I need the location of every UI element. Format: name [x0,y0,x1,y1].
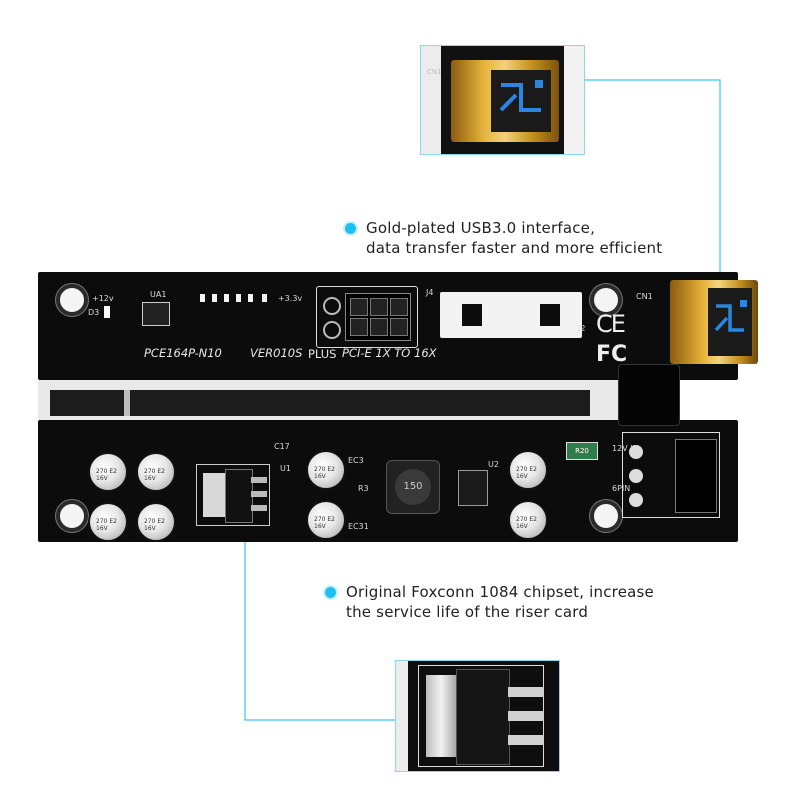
chip-lead [251,491,267,497]
status-led-1 [200,294,205,302]
chip-heatsink-tab [203,473,225,517]
status-led-2 [212,294,217,302]
status-led-3 [224,294,229,302]
silk-33v: +3.3v [278,294,303,303]
capacitor: 270 E2 16V [306,450,346,490]
molex-connector [440,292,582,338]
board-pcie: PCI-E 1X TO 16X [342,346,437,360]
usb-trident-icon [714,300,747,332]
chip-callout-dot [325,587,336,598]
usb-callout-line2: data transfer faster and more efficient [366,239,663,257]
silk-ec3: EC3 [348,456,364,465]
power-housing [675,439,717,513]
six-pin-housing [345,293,411,341]
molex-notch-right [540,304,560,326]
pin [370,318,388,336]
inductor-core: 150 [395,469,431,505]
inductor: 150 [386,460,440,514]
silk-d3: D3 [88,308,100,317]
pin [350,298,368,316]
chip-connector-line [244,480,395,721]
chip-zoom-left-panel [396,661,408,771]
mount-hole-top-right [590,284,622,316]
silk-j4: J4 [426,288,434,297]
board-model: PCE164P-N10 [144,346,222,360]
power-pin [629,493,643,507]
capacitor: 270 E2 16V [88,502,128,542]
power-connector-12v [622,432,720,518]
chip-body [225,469,253,523]
board-version: VER010S [250,346,303,360]
board-plus: PLUS [308,347,337,361]
pin [390,318,408,336]
chip-zoom-lead [508,711,544,721]
silk-c17: C17 [274,442,290,451]
mount-hole-bottom-left [56,500,88,532]
usb-callout-dot [345,223,356,234]
r20-resistor: R20 [566,442,598,460]
pcie-slot-key [124,390,130,416]
chip-zoom-heatsink [426,675,456,757]
silk-cn1: CN1 [636,292,653,301]
capacitor: 270 E2 16V [508,450,548,490]
ua1-chip [142,302,170,326]
riser-card-board: +12v D3 UA1 +3.3v J4 J2 CN1 [38,272,758,542]
pin [370,298,388,316]
chip-zoom-body [456,669,510,765]
pin [390,298,408,316]
power-pin [629,445,643,459]
chip-lead [251,477,267,483]
usb-zoom-gold-port [451,60,559,142]
silk-ua1: UA1 [150,290,167,299]
usb3-port-opening [708,288,752,356]
ce-mark-icon: CE [596,310,626,338]
silk-12v: +12v [92,294,114,303]
power-pin [629,469,643,483]
chip-zoom-lead [508,735,544,745]
chip-zoom-lead [508,687,544,697]
chip-callout: Original Foxconn 1084 chipset, increase … [325,582,654,622]
capacitor: 270 E2 16V [136,452,176,492]
usb3-port [670,280,758,364]
status-led-4 [236,294,241,302]
usb-trident-icon [499,80,543,112]
six-pin-hole [323,297,341,315]
chip-zoom-box [395,660,560,772]
usb-callout-line1: Gold-plated USB3.0 interface, [366,219,596,237]
silk-ec31: EC31 [348,522,369,531]
fc-mark-icon: FC [596,342,628,367]
usb-callout: Gold-plated USB3.0 interface, data trans… [345,218,662,258]
mount-hole-top-left [56,284,88,316]
silk-r3: R3 [358,484,369,493]
silk-u1: U1 [280,464,291,473]
capacitor: 270 E2 16V [306,500,346,540]
silk-12v-in: 12V IN [612,444,639,453]
status-led-6 [262,294,267,302]
pin [350,318,368,336]
capacitor: 270 E2 16V [88,452,128,492]
six-pin-hole-2 [323,321,341,339]
usb-zoom-left-panel [421,46,441,154]
silk-6pin: 6PIN [612,484,631,493]
usb-zoom-cn1-label: CN1 [427,68,442,76]
pcie-slot-opening [50,390,590,416]
six-pin-connector [316,286,418,348]
capacitor: 270 E2 16V [508,500,548,540]
mount-hole-bottom-right [590,500,622,532]
usb-zoom-box: CN1 [420,45,585,155]
chip-callout-line1: Original Foxconn 1084 chipset, increase [346,583,654,601]
molex-notch-left [462,304,482,326]
u2-chip [458,470,488,506]
usb-zoom-right-panel [564,46,584,154]
silk-u2: U2 [488,460,499,469]
foxconn-chip [196,464,270,526]
usb-zoom-port-opening [491,70,551,132]
status-led-5 [248,294,253,302]
chip-lead [251,505,267,511]
silk-j2: J2 [578,324,586,333]
capacitor: 270 E2 16V [136,502,176,542]
chip-callout-line2: the service life of the riser card [346,603,589,621]
d3-led [104,306,110,318]
cable-clip [618,364,680,426]
